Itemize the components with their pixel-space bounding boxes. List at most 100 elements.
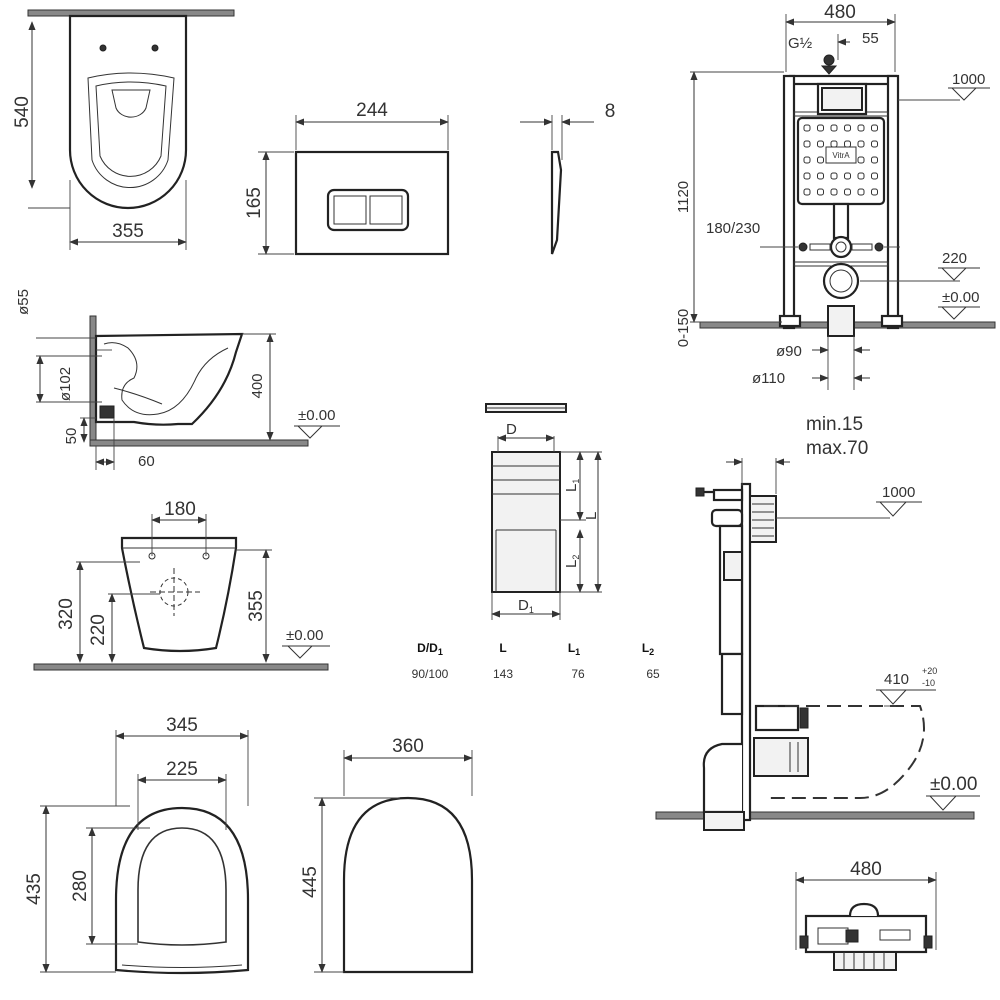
frame-top-rail <box>788 74 898 86</box>
frame-side-view: min.15 max.70 1000 410 +20 -10 ±0.00 <box>655 414 980 831</box>
seat-inner-depth-label: 280 <box>70 870 91 902</box>
grip-dot <box>817 140 824 148</box>
flush-button-small <box>333 195 367 225</box>
grip-dot <box>803 140 811 148</box>
side-floor <box>89 439 309 447</box>
side-floor-slab <box>655 811 975 820</box>
drain-outlet <box>822 262 860 300</box>
drain-elbow <box>702 742 742 814</box>
brand-logo-box <box>825 146 857 164</box>
inlet-thread-label: G½ <box>788 35 813 52</box>
bolt-right <box>874 242 884 252</box>
front-height-label: 320 <box>56 598 77 630</box>
bowl-width-label: 355 <box>112 221 144 242</box>
cistern-valve <box>723 551 743 581</box>
table-value-l2: 65 <box>646 667 660 681</box>
grip-dot <box>817 156 824 164</box>
grip-dot <box>803 156 811 164</box>
seat-inner-width-label: 225 <box>166 759 198 780</box>
water-connection-side <box>754 704 800 732</box>
grip-dot <box>830 188 838 196</box>
flush-button-frame <box>326 188 410 232</box>
flush-actuator-box <box>749 495 777 543</box>
bowl-rim <box>87 72 175 189</box>
table-header-l2: L2 <box>642 641 654 657</box>
table-value-l: 143 <box>493 667 513 681</box>
front-floor-level-label: ±0.00 <box>286 627 323 644</box>
frame-front-view: VitrA 480 G½ 55 1120 0-150 1000 180/230 <box>675 2 996 390</box>
grip-dot <box>857 140 865 148</box>
side-floor-level-label: ±0.00 <box>298 407 335 424</box>
bowl-height-label: 400 <box>249 373 266 398</box>
seat-tolerance-plus: +20 <box>922 666 937 676</box>
grip-dot <box>803 188 811 196</box>
seat-outer-width-label: 345 <box>166 715 198 736</box>
lid-width-label: 360 <box>392 736 424 757</box>
cistern-grip-pattern <box>803 124 878 196</box>
grip-dot <box>871 124 878 132</box>
bowl-outline <box>68 14 188 210</box>
pipe-d-label: D <box>506 421 517 438</box>
bolt-left <box>798 242 808 252</box>
floor-range-label: 0-150 <box>675 309 692 347</box>
front-total-height-label: 355 <box>246 590 267 622</box>
seat-tolerance-minus: -10 <box>922 678 935 688</box>
front-outlet-height-label: 220 <box>88 614 109 646</box>
brand-logo: VitrA <box>832 151 850 160</box>
grip-dot <box>857 188 865 196</box>
grip-dot <box>871 156 878 164</box>
wall-max-label: max.70 <box>806 438 868 459</box>
bowl-side-profile <box>94 332 244 426</box>
outlet-spacing-label: 180/230 <box>706 220 760 237</box>
frame-side-post <box>740 482 752 822</box>
drain-socket <box>99 405 115 419</box>
bowl-trap <box>103 342 229 416</box>
pipe-d1-label: D1 <box>518 597 534 615</box>
pipe-dimension-table: D/D1 L L1 L2 90/100 143 76 65 <box>412 641 660 681</box>
plate-width-label: 244 <box>356 100 388 121</box>
plate-thickness-label: 8 <box>605 101 616 122</box>
table-value-l1: 76 <box>571 667 585 681</box>
grip-dot <box>803 172 811 180</box>
table-value-d: 90/100 <box>412 667 449 681</box>
grip-dot <box>817 124 824 132</box>
grip-dot <box>871 188 878 196</box>
pipe-l2-label: L2 <box>563 555 581 568</box>
frame-top-width-label: 480 <box>850 859 882 880</box>
table-header-l: L <box>499 641 506 655</box>
frame-left-post <box>782 74 796 330</box>
flush-button-large <box>369 195 403 225</box>
seat-outer-depth-label: 435 <box>24 873 45 905</box>
grip-dot <box>844 124 851 132</box>
grip-dot <box>817 188 824 196</box>
frame-right-foot <box>880 314 904 328</box>
plate-side-profile <box>550 150 563 255</box>
seat-lid <box>342 796 474 974</box>
grip-dot <box>803 124 811 132</box>
pipe-diameter-90-label: ø90 <box>776 343 802 360</box>
bowl-depth-label: 540 <box>12 96 33 128</box>
plate-height-label: 165 <box>244 187 265 219</box>
side-floor-level-label-2: ±0.00 <box>930 774 977 795</box>
frame-right-post <box>886 74 900 330</box>
frame-width-label: 480 <box>824 2 856 23</box>
frame-top-body <box>804 914 928 954</box>
wall-min-label: min.15 <box>806 414 863 435</box>
hole-spacing-label: 180 <box>164 499 196 520</box>
frame-top-view: 480 <box>795 859 937 971</box>
inlet-offset-label: 55 <box>862 30 879 47</box>
pipe-l1-label: L1 <box>563 479 581 492</box>
pipe-diameter-110-label: ø110 <box>752 370 785 387</box>
drain-connection-side <box>753 737 809 777</box>
pipe-connector <box>491 451 561 593</box>
cistern-downpipe <box>832 202 850 240</box>
frame-top-handle <box>848 902 880 917</box>
front-floor <box>33 663 329 671</box>
grip-dot <box>817 172 824 180</box>
drain-pipe <box>827 305 855 337</box>
grip-dot <box>857 172 865 180</box>
grip-dot <box>857 156 865 164</box>
grip-dot <box>844 172 851 180</box>
cistern-downpipe-side <box>720 652 744 716</box>
